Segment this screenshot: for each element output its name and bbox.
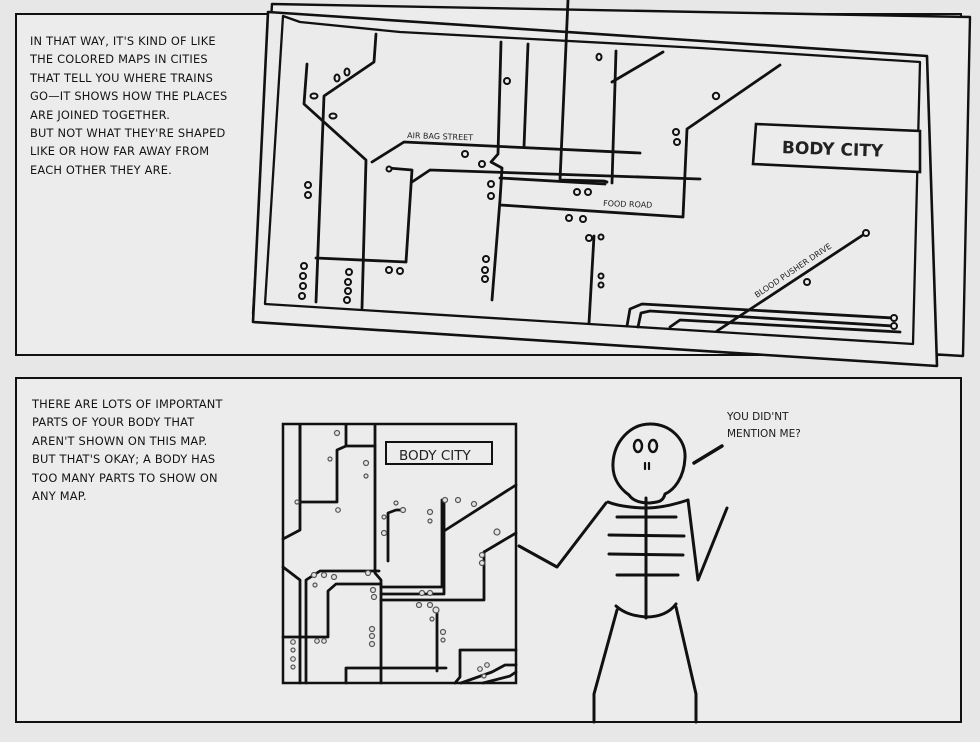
caption-line: too many parts to show on — [32, 470, 218, 485]
speech-line: mention me? — [727, 428, 801, 440]
map-title-box: Body City — [751, 122, 922, 174]
shoulders — [606, 498, 690, 510]
small-map-title: Body City — [399, 448, 471, 464]
speech-text: You did'nt mention me? — [727, 409, 801, 443]
caption-line: are joined together. — [30, 107, 171, 122]
pelvis — [614, 602, 678, 619]
caption-bottom: There are lots of important parts of you… — [32, 395, 223, 505]
street-label-air-bag: Air Bag Street — [407, 131, 473, 142]
map-title: Body City — [782, 138, 885, 162]
leg-right — [674, 605, 698, 724]
caption-line: like or how far away from — [30, 144, 210, 159]
leg-left — [592, 608, 619, 724]
caption-line: go—it shows how the places — [30, 89, 228, 104]
caption-line: each other they are. — [30, 162, 172, 177]
caption-line: But that's okay; a body has — [32, 452, 216, 467]
map-stations — [298, 52, 898, 330]
skeleton-character — [517, 422, 729, 724]
arm-right — [686, 498, 729, 582]
caption-line: the colored maps in cities — [30, 52, 208, 67]
speech-line: You did'nt — [727, 411, 789, 423]
street-label-food: Food Road — [603, 199, 653, 210]
caption-line: In that way, it's kind of like — [30, 34, 216, 48]
caption-line: any map. — [32, 489, 87, 504]
caption-line: There are lots of important — [32, 397, 223, 411]
speech-tick — [692, 444, 724, 465]
body-city-map-small: Body City — [281, 422, 518, 685]
arm-left — [517, 501, 608, 569]
eye-right — [647, 438, 659, 454]
caption-top: In that way, it's kind of like the color… — [30, 32, 227, 179]
caption-line: parts of your body that — [32, 415, 195, 430]
skull — [611, 422, 687, 505]
map-streets — [302, 0, 902, 334]
small-map-stations — [290, 429, 501, 679]
caption-line: But not what they're shaped — [30, 126, 226, 141]
caption-line: that tell you where trains — [30, 70, 214, 85]
caption-line: aren't shown on this map. — [32, 433, 208, 448]
eye-left — [632, 438, 644, 454]
map-paper-outer — [251, 10, 939, 368]
map-frame-inner — [263, 14, 922, 346]
